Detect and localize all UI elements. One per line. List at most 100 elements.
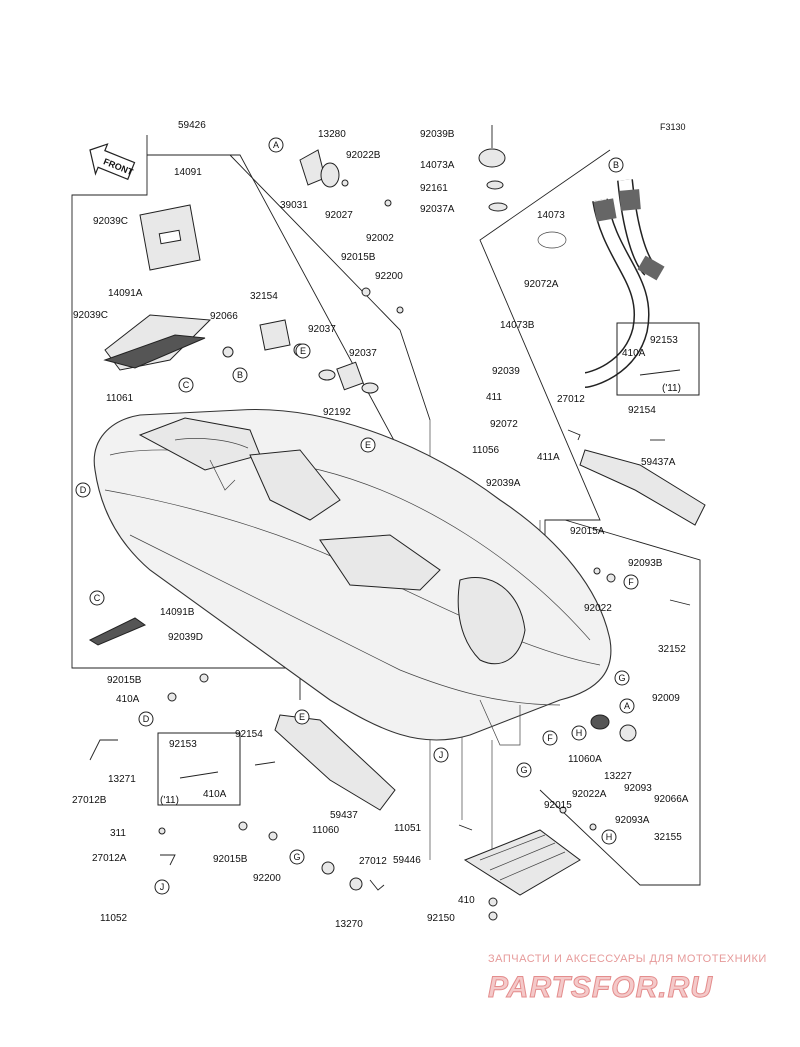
callout-j-label: J — [160, 882, 165, 892]
part-label: 59426 — [178, 120, 206, 131]
part-label: 92066A — [654, 794, 689, 805]
callouts: A B C B E E D C F G A H F J G E D H G J — [75, 137, 639, 895]
callout-d-label: D — [143, 714, 150, 724]
part-label: 59437 — [330, 810, 358, 821]
part-label: 92009 — [652, 693, 680, 704]
part-label: 11052 — [100, 913, 128, 924]
callout-b-label: B — [237, 370, 243, 380]
part-label: 32154 — [250, 291, 278, 302]
part-label: 92002 — [366, 233, 394, 244]
part-label: 411A — [537, 452, 560, 463]
callout-b-mid: B — [232, 367, 248, 383]
part-label: 92037 — [308, 324, 336, 335]
callout-g-right: G — [614, 670, 630, 686]
part-label: 92039A — [486, 478, 521, 489]
part-label: ('11) — [662, 383, 681, 394]
callout-c-left: C — [89, 590, 105, 606]
callout-b-label: B — [613, 160, 619, 170]
part-label: 92039C — [73, 310, 108, 321]
part-label: 14091B — [160, 607, 195, 618]
part-label: 59437A — [641, 457, 676, 468]
callout-a-right: A — [619, 698, 635, 714]
part-label: 92154 — [628, 405, 656, 416]
part-label: 27012 — [557, 394, 585, 405]
part-label: 92037A — [420, 204, 455, 215]
part-label: 92027 — [325, 210, 353, 221]
part-label: 311 — [110, 828, 126, 839]
callout-a-top: A — [268, 137, 284, 153]
callout-f-right: F — [623, 574, 639, 590]
part-label: 14073B — [500, 320, 535, 331]
part-label: 92093A — [615, 815, 650, 826]
callout-g-label: G — [293, 852, 300, 862]
part-label: 92192 — [323, 407, 351, 418]
part-label: 13227 — [604, 771, 632, 782]
callout-j-label: J — [439, 750, 444, 760]
part-label: 39031 — [280, 200, 308, 211]
callout-j-low: J — [154, 879, 170, 895]
callout-d-label: D — [80, 485, 87, 495]
part-label: 92039 — [492, 366, 520, 377]
part-label: 14073 — [537, 210, 565, 221]
part-label: 27012A — [92, 853, 127, 864]
callout-e-label: E — [300, 346, 306, 356]
part-label: 410 — [458, 895, 475, 906]
part-label: 32155 — [654, 832, 682, 843]
part-label: 92022A — [572, 789, 607, 800]
callout-g-label: G — [520, 765, 527, 775]
part-label: 92153 — [169, 739, 197, 750]
callout-c-top: C — [178, 377, 194, 393]
callout-e-mid: E — [360, 437, 376, 453]
callout-f-low: F — [542, 730, 558, 746]
callout-f-label: F — [628, 577, 634, 587]
part-label: 92072 — [490, 419, 518, 430]
callout-j-mid: J — [433, 747, 449, 763]
callout-h-label: H — [576, 728, 583, 738]
part-label: 14091 — [174, 167, 202, 178]
part-label: 92072A — [524, 279, 559, 290]
part-label: 92200 — [253, 873, 281, 884]
callout-a-label: A — [273, 140, 279, 150]
watermark-tagline: ЗАПЧАСТИ И АКСЕССУАРЫ ДЛЯ МОТОТЕХНИКИ — [488, 953, 767, 965]
callout-g-low: G — [289, 849, 305, 865]
small-parts — [88, 125, 706, 921]
part-label: 32152 — [658, 644, 686, 655]
callout-g-label: G — [618, 673, 625, 683]
callout-e-label: E — [365, 440, 371, 450]
watermark: ЗАПЧАСТИ И АКСЕССУАРЫ ДЛЯ МОТОТЕХНИКИ PA… — [488, 953, 767, 1005]
part-label: ('11) — [160, 795, 179, 806]
part-label: 11060A — [568, 754, 602, 765]
part-label: 11060 — [312, 825, 340, 836]
part-label: 410A — [116, 694, 140, 705]
callout-e-top: E — [295, 343, 311, 359]
part-label: 92093 — [624, 783, 652, 794]
part-label: 92015B — [213, 854, 248, 865]
part-label: 92015 — [544, 800, 572, 811]
part-label: 92200 — [375, 271, 403, 282]
part-label: 92066 — [210, 311, 238, 322]
callout-d-low: D — [138, 711, 154, 727]
part-label: 13271 — [108, 774, 136, 785]
part-label: 92161 — [420, 183, 448, 194]
figure-code: F3130 — [660, 122, 686, 132]
part-label: 27012B — [72, 795, 107, 806]
callout-c-label: C — [183, 380, 190, 390]
part-label: 92015A — [570, 526, 605, 537]
part-label: 92015B — [341, 252, 376, 263]
callout-h-label: H — [606, 832, 613, 842]
part-label: 92022 — [584, 603, 612, 614]
callout-f-label: F — [547, 733, 553, 743]
hull-body — [93, 408, 612, 746]
callout-e-label: E — [299, 712, 305, 722]
part-label: 92150 — [427, 913, 455, 924]
callout-a-label: A — [624, 701, 630, 711]
part-label: 92153 — [650, 335, 678, 346]
part-label: 411 — [486, 392, 502, 403]
part-labels: 59426 14091 92039C 14091A 92039C 11061 1… — [72, 120, 689, 930]
part-label: 92015B — [107, 675, 142, 686]
part-label: 13280 — [318, 129, 346, 140]
callout-g-mid: G — [516, 762, 532, 778]
part-label: 14091A — [108, 288, 143, 299]
part-label: 14073A — [420, 160, 455, 171]
